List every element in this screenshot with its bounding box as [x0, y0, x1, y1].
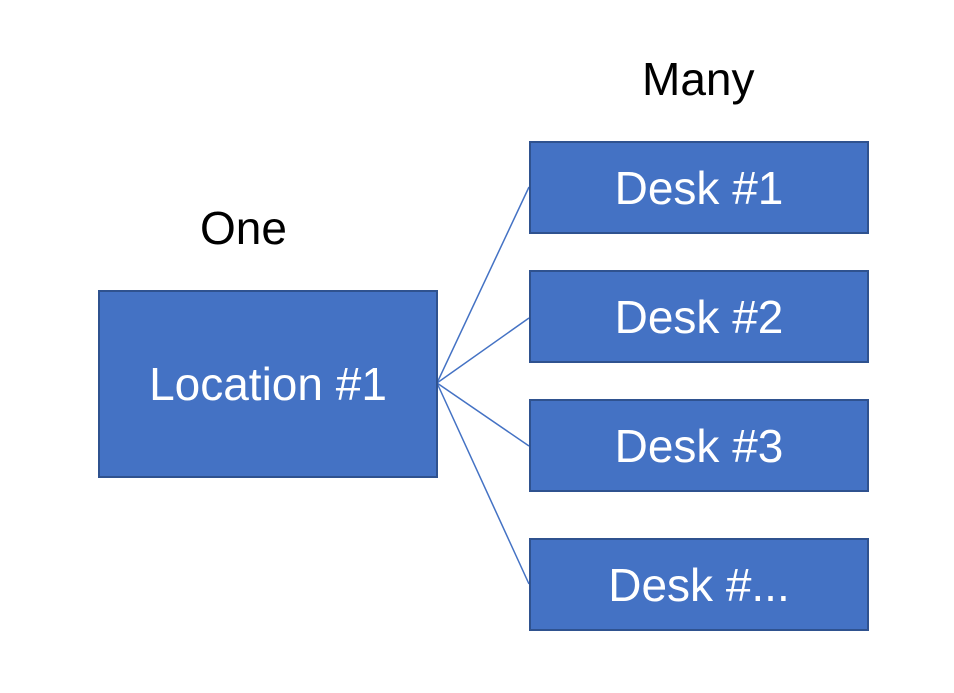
connector-desk-1	[436, 186, 530, 384]
location-box: Location #1	[98, 290, 438, 478]
one-label: One	[200, 202, 287, 254]
desk-label: Desk #3	[614, 419, 784, 472]
location-label: Location #1	[149, 358, 387, 410]
desk-box-3: Desk #3	[529, 399, 869, 492]
desk-box-1: Desk #1	[529, 141, 869, 234]
connector-desk-2	[436, 317, 530, 384]
desk-box-4: Desk #...	[529, 538, 869, 631]
desk-box-2: Desk #2	[529, 270, 869, 363]
desk-label: Desk #...	[608, 558, 790, 611]
many-label: Many	[642, 53, 755, 105]
connector-desk-4	[436, 382, 530, 585]
connector-desk-3	[436, 382, 530, 447]
desk-label: Desk #1	[614, 161, 784, 214]
desk-label: Desk #2	[614, 290, 784, 343]
